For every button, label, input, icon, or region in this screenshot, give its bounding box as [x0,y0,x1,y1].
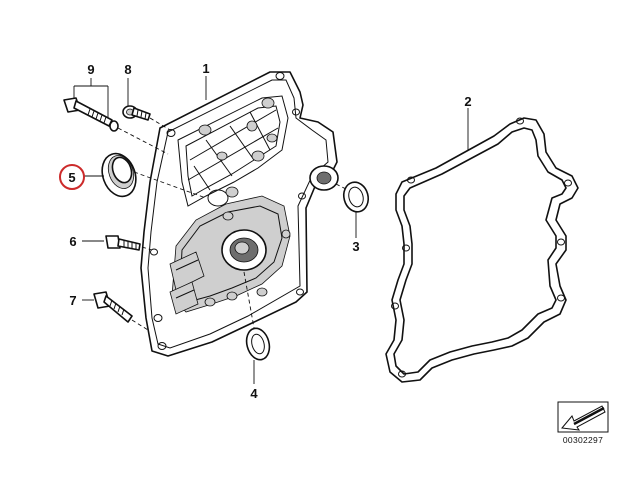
axis-line-7 [131,319,149,331]
axis-line-5 [133,171,207,199]
callout-1: 1 [202,61,209,76]
callout-7: 7 [69,293,76,308]
stud-8 [122,105,151,121]
crankshaft-seal [101,152,137,198]
gasket [385,117,579,383]
callout-5: 5 [68,170,75,185]
bolt-7 [93,291,133,323]
callout-6: 6 [69,234,76,249]
seal-ring-4 [245,327,271,361]
bolt-9 [63,97,119,132]
axis-line-8 [149,117,171,131]
callout-4: 4 [250,386,258,401]
axis-line-6 [141,246,153,251]
callout-3: 3 [352,239,359,254]
axis-line-9 [117,127,169,155]
part-number: 00302297 [563,435,603,445]
axis-line-3 [335,183,349,191]
bolt-6 [105,235,141,251]
callout-9: 9 [87,62,94,77]
callout-2: 2 [464,94,471,109]
seal-ring-3 [342,181,370,213]
timing-cover [140,71,339,357]
axis-line-4 [243,271,255,329]
front-arrow-icon [557,401,609,433]
callout-5-highlight-circle [59,164,85,190]
callout-8: 8 [124,62,131,77]
